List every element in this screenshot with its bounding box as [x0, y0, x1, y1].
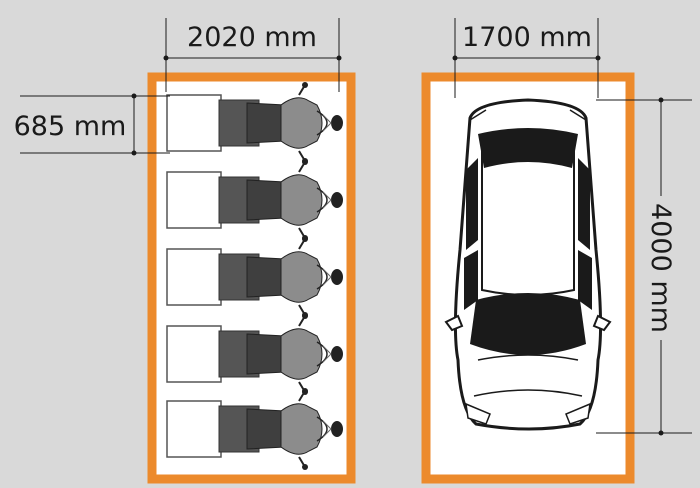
car-length-label: 4000 mm: [645, 203, 676, 333]
dimension-moto-depth: [20, 93, 170, 156]
dimension-moto-width: [163, 18, 342, 92]
car-width-label: 1700 mm: [462, 22, 592, 53]
car-icon: [444, 98, 612, 431]
dimension-car-width: [452, 18, 601, 98]
moto-width-label: 2020 mm: [187, 22, 317, 53]
moto-depth-label: 685 mm: [14, 111, 127, 142]
